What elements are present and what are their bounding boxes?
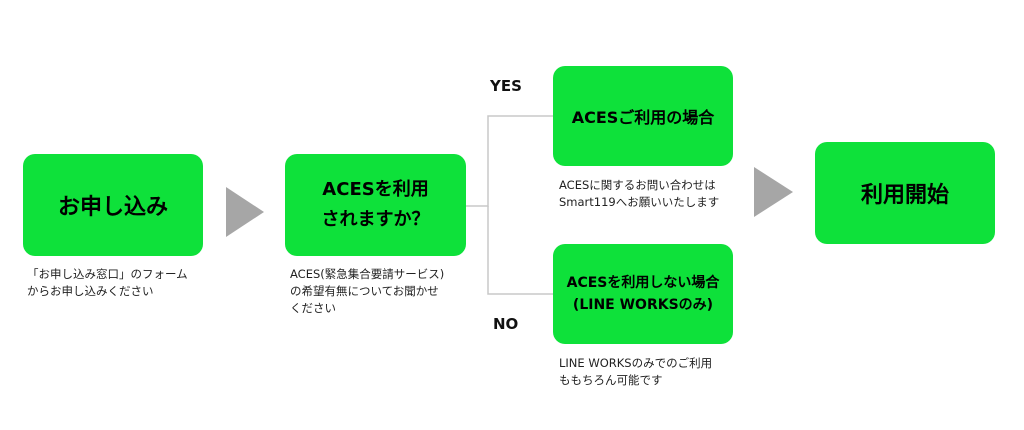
branch-label-yes: YES <box>490 77 522 95</box>
step-yes-box: ACESご利用の場合 <box>553 66 733 166</box>
step-no-box: ACESを利用しない場合 (LINE WORKSのみ) <box>553 244 733 344</box>
arrow-right-icon <box>226 187 264 237</box>
step-yes-title: ACESご利用の場合 <box>571 108 715 127</box>
step-yes-caption: ACESに関するお問い合わせは Smart119へお願いいたします <box>559 178 720 209</box>
step-question-title-line1: ACESを利用 <box>322 179 429 200</box>
step-apply-caption: 「お申し込み窓口」のフォーム からお申し込みください <box>27 267 188 298</box>
step-question-caption: ACES(緊急集合要請サービス) の希望有無についてお聞かせ ください <box>290 267 445 315</box>
step-no-title-line2: (LINE WORKSのみ) <box>572 297 714 313</box>
step-no-caption: LINE WORKSのみでのご利用 ももちろん可能です <box>559 356 713 387</box>
step-apply-box: お申し込み <box>23 154 203 256</box>
step-no-title-line1: ACESを利用しない場合 <box>566 275 720 291</box>
step-question-box: ACESを利用 されますか？ <box>285 154 466 256</box>
step-question-title-line2: されますか？ <box>321 209 430 230</box>
branch-label-no: NO <box>493 315 519 333</box>
step-apply-title: お申し込み <box>57 195 168 220</box>
step-start-box: 利用開始 <box>815 142 995 244</box>
step-start-title: 利用開始 <box>860 183 949 208</box>
arrow-right-icon <box>754 167 793 217</box>
branch-line-yes <box>466 115 553 207</box>
branch-line-no <box>487 206 553 295</box>
